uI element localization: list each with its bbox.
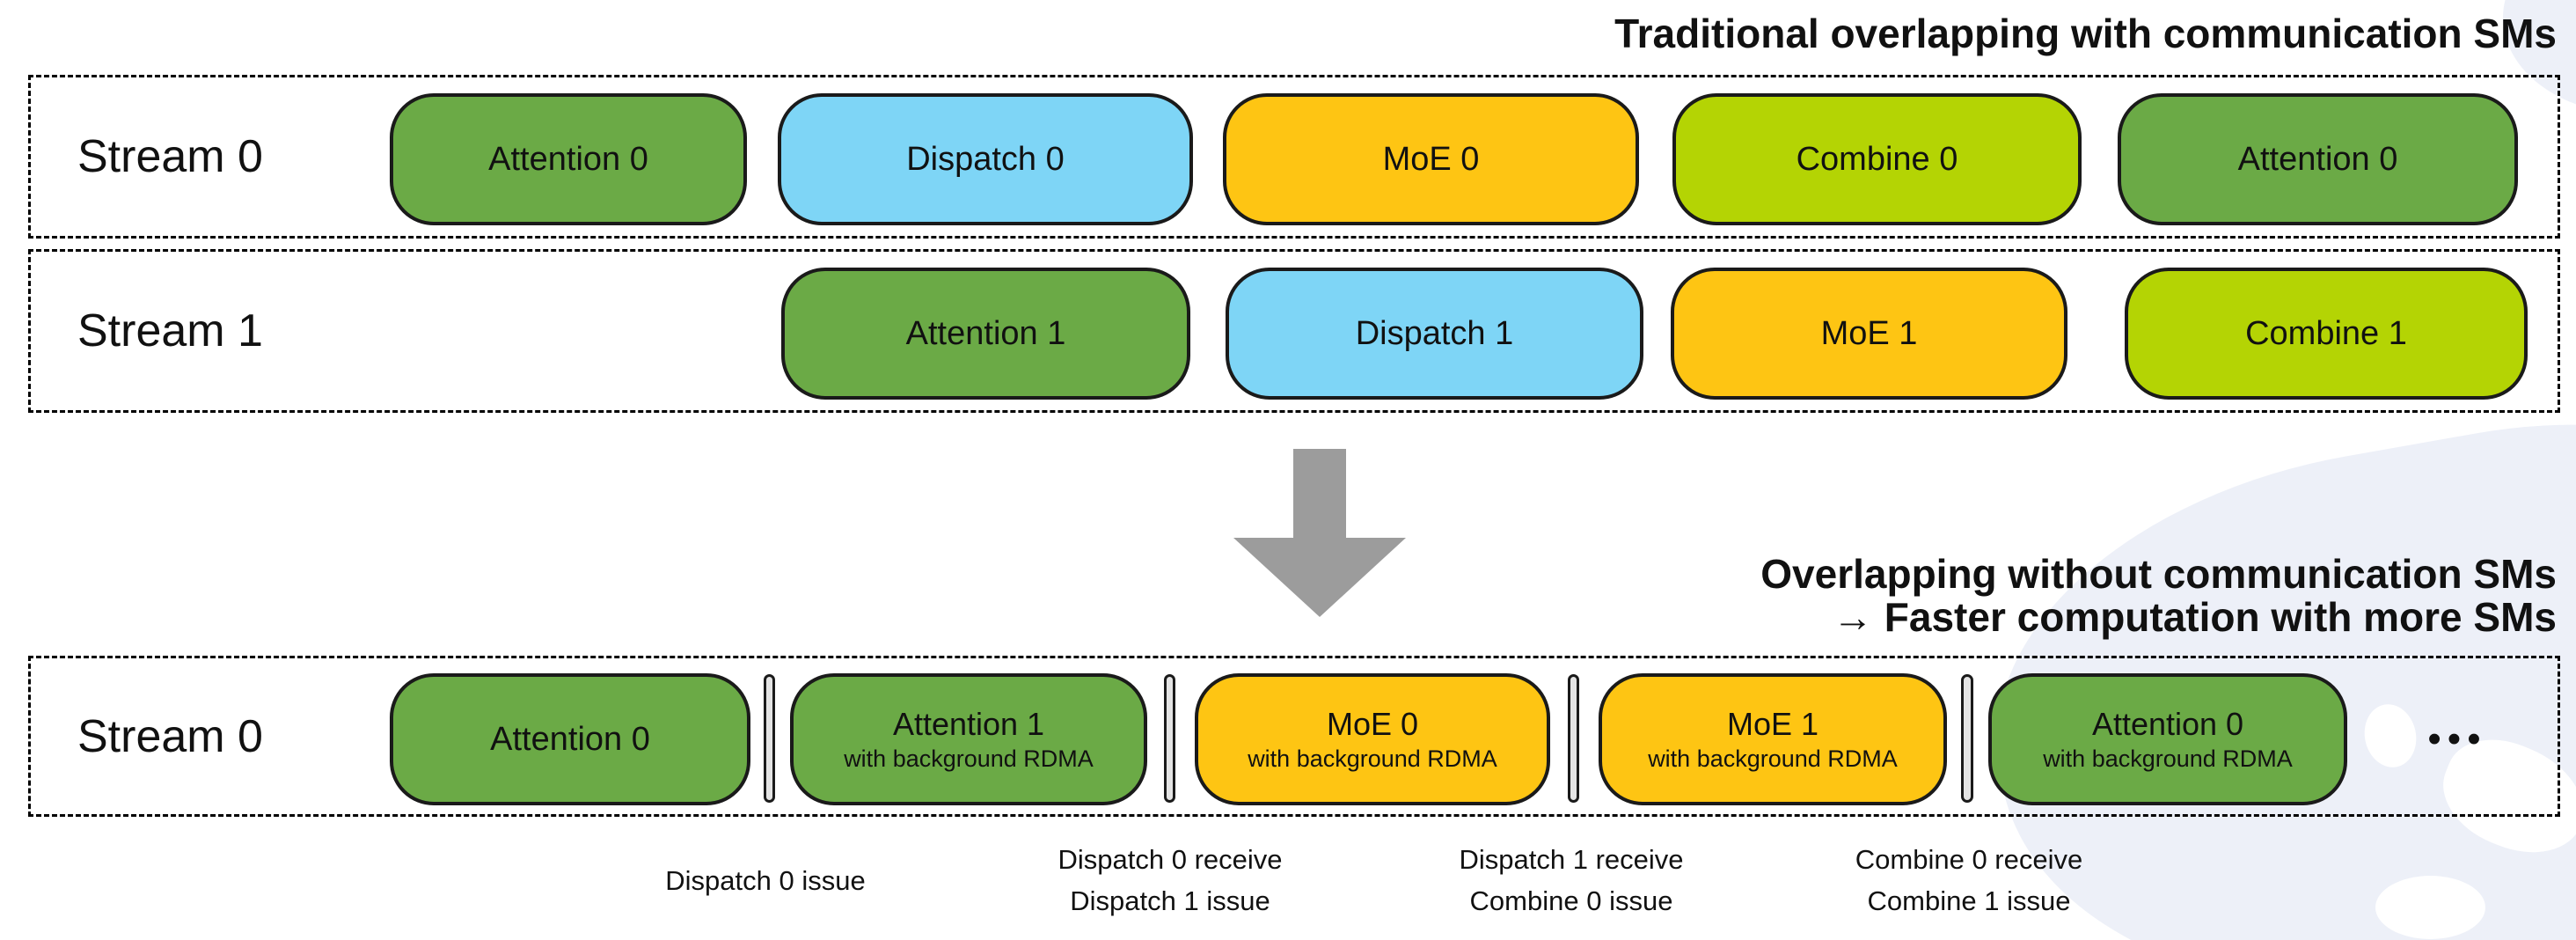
- task-block: Attention 1 with background RDMA: [790, 673, 1147, 805]
- task-label: Attention 1: [892, 706, 1045, 742]
- timing-annotation-line: Dispatch 1 receive: [1459, 844, 1684, 875]
- task-block: Attention 0: [2118, 93, 2518, 225]
- task-block: Attention 0 with background RDMA: [1988, 673, 2347, 805]
- task-label: Attention 1: [905, 314, 1066, 352]
- task-block: MoE 0: [1223, 93, 1639, 225]
- stream-label: Stream 0: [77, 710, 263, 762]
- task-block: MoE 1: [1671, 268, 2067, 400]
- stream-row-overlapped-stream-0: Stream 0 Attention 0 Attention 1 with backg…: [28, 656, 2560, 817]
- stream-divider: [764, 674, 775, 803]
- task-label: MoE 0: [1382, 140, 1480, 178]
- task-label: MoE 0: [1326, 706, 1419, 742]
- task-block: Attention 0: [390, 673, 750, 805]
- task-block: Dispatch 0: [778, 93, 1193, 225]
- stream-row-traditional-stream-0: Stream 0 Attention 0 Dispatch 0 MoE 0 Combin…: [28, 75, 2560, 239]
- ellipsis: •••: [2427, 717, 2487, 760]
- task-block: Attention 0: [390, 93, 747, 225]
- overlap-title: Overlapping without communication SMs → …: [1760, 553, 2557, 639]
- task-label: Attention 0: [2091, 706, 2244, 742]
- task-sublabel: with background RDMA: [844, 745, 1094, 772]
- watermark-highlight: [2375, 876, 2485, 939]
- task-label: Attention 0: [2237, 140, 2398, 178]
- stream-row-traditional-stream-1: Stream 1 Attention 1 Dispatch 1 MoE 1 Combin…: [28, 249, 2560, 413]
- overlap-title-line1: Overlapping without communication SMs: [1760, 551, 2557, 597]
- task-block: Combine 1: [2125, 268, 2528, 400]
- timing-annotation-line: Combine 1 issue: [1867, 885, 2071, 916]
- down-arrow-icon: [1293, 449, 1346, 539]
- task-sublabel: with background RDMA: [1648, 745, 1898, 772]
- task-block: MoE 1 with background RDMA: [1599, 673, 1947, 805]
- traditional-title: Traditional overlapping with communicati…: [1614, 11, 2557, 56]
- timing-annotation: Dispatch 0 issue: [665, 838, 865, 922]
- task-block: Combine 0: [1672, 93, 2082, 225]
- stream-label: Stream 0: [77, 131, 263, 182]
- task-label: Dispatch 1: [1355, 314, 1514, 352]
- stream-label: Stream 1: [77, 305, 263, 356]
- overlap-title-line2: → Faster computation with more SMs: [1833, 594, 2557, 640]
- task-block: Dispatch 1: [1226, 268, 1643, 400]
- timing-annotation-line: Combine 0 receive: [1855, 844, 2083, 875]
- stream-divider: [1568, 674, 1579, 803]
- task-sublabel: with background RDMA: [2043, 745, 2293, 772]
- task-sublabel: with background RDMA: [1248, 745, 1497, 772]
- timing-annotation-line: Dispatch 1 issue: [1070, 885, 1270, 916]
- task-block: MoE 0 with background RDMA: [1195, 673, 1550, 805]
- stream-divider: [1164, 674, 1175, 803]
- stream-divider: [1961, 674, 1973, 803]
- task-label: Attention 0: [490, 720, 650, 758]
- down-arrow-icon: [1233, 538, 1406, 617]
- timing-annotation-line: Combine 0 issue: [1469, 885, 1673, 916]
- timing-annotation-line: Dispatch 0 issue: [665, 864, 866, 896]
- task-block: Attention 1: [781, 268, 1190, 400]
- task-label: Combine 0: [1796, 140, 1958, 178]
- task-label: Dispatch 0: [906, 140, 1065, 178]
- timing-annotation-line: Dispatch 0 receive: [1057, 844, 1283, 875]
- task-label: Combine 1: [2245, 314, 2407, 352]
- task-label: MoE 1: [1820, 314, 1918, 352]
- task-label: Attention 0: [488, 140, 648, 178]
- task-label: MoE 1: [1726, 706, 1819, 742]
